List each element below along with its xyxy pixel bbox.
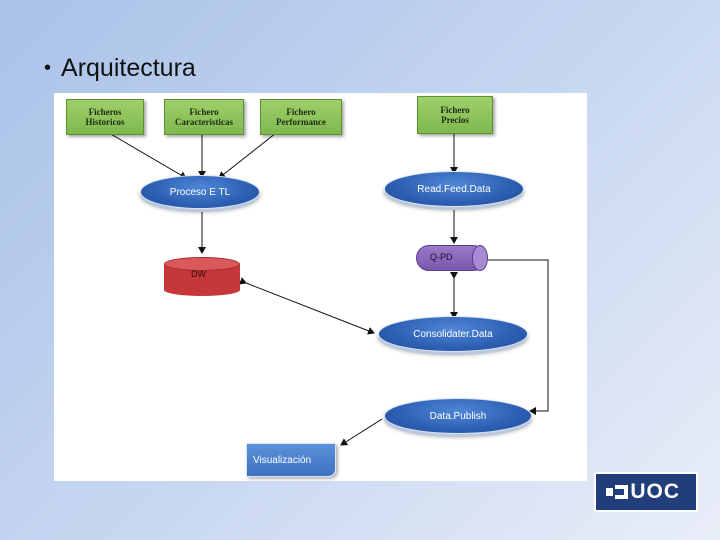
- process-consolidater-data: Consolidater.Data: [378, 316, 528, 352]
- database-dw: DW: [164, 257, 240, 297]
- connector-queue-publish: [488, 259, 549, 415]
- queue-cap: [472, 245, 488, 271]
- database-top: [164, 257, 240, 271]
- uoc-logo-text: UOC: [630, 480, 680, 503]
- input-line1: Fichero: [440, 104, 470, 115]
- process-label: Data.Publish: [429, 410, 487, 422]
- bullet: •: [44, 57, 52, 79]
- uoc-logo-mark: [606, 485, 628, 499]
- input-line2: Historicos: [85, 117, 125, 127]
- title-row: • Arquitectura: [44, 54, 196, 83]
- process-data-publish: Data.Publish: [384, 398, 532, 434]
- connector-layer: [108, 132, 549, 446]
- queue-qpd: Q-PD: [416, 245, 490, 273]
- slide-title: Arquitectura: [61, 54, 196, 82]
- process-label: Read.Feed.Data: [417, 183, 491, 195]
- arrow-historicos-etl: [108, 132, 187, 179]
- uoc-logo: UOC: [594, 472, 698, 512]
- input-line2: Precios: [441, 115, 469, 125]
- output-visualizacion: Visualización: [246, 443, 336, 477]
- process-etl: Proceso E TL: [140, 175, 260, 209]
- process-label: Proceso E TL: [169, 186, 231, 198]
- arrow-publish-visualizacion: [340, 418, 383, 446]
- input-line1: Ficheros: [88, 106, 122, 117]
- process-label: Consolidater.Data: [413, 328, 493, 340]
- process-read-feed-data: Read.Feed.Data: [384, 171, 524, 207]
- output-label: Visualización: [253, 454, 312, 466]
- input-line2: Caracteristicas: [175, 117, 233, 127]
- input-line1: Fichero: [286, 106, 316, 117]
- database-label: DW: [191, 269, 206, 279]
- input-line1: Fichero: [189, 106, 219, 117]
- input-line2: Performance: [276, 117, 326, 127]
- arrow-dw-consolidater: [238, 277, 375, 335]
- arrow-performance-etl: [218, 132, 277, 179]
- queue-label: Q-PD: [430, 252, 453, 262]
